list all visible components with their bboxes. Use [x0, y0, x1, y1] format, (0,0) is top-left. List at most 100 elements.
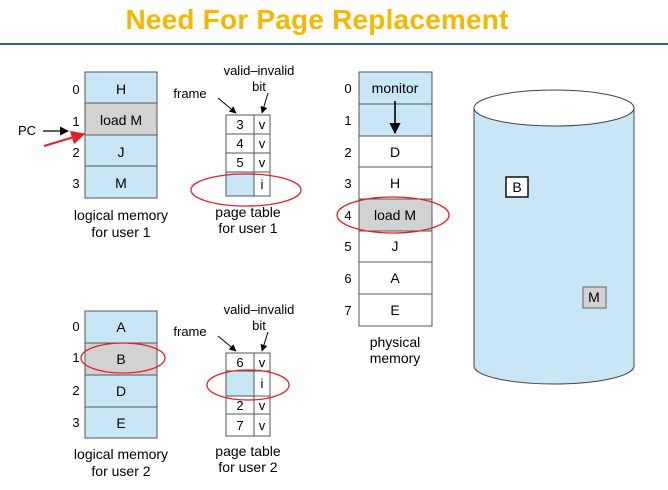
pt2-header-frame: frame [173, 324, 206, 339]
lm1-cell-3 [84, 165, 158, 199]
pm-cell-6-label: A [390, 270, 400, 286]
pt1-row-0-frame: 3 [236, 117, 243, 132]
slide-title: Need For Page Replacement [125, 4, 509, 35]
pm-cell-7-label: E [390, 302, 399, 318]
pm-highlight-circle [336, 196, 450, 234]
disk-item-b: B [512, 179, 521, 195]
pm-cell-0 [358, 71, 433, 105]
pm-index-3: 3 [344, 176, 351, 191]
pm-cell-2 [358, 135, 433, 168]
pt2-row-2-frame: 2 [236, 398, 243, 413]
pt2-row-3-bit: v [259, 418, 266, 433]
lm1-caption-line2: for user 1 [91, 224, 150, 240]
lm2-cell-3-label: E [116, 415, 125, 431]
lm1-index-1: 1 [72, 114, 79, 129]
physical-memory: 0 1 2 3 4 5 6 7 monitor D H load M J A E… [336, 71, 450, 366]
pt2-frame-arrow [217, 335, 237, 352]
lm2-index-2: 2 [72, 383, 79, 398]
pm-caption-line2: memory [370, 350, 421, 366]
disk-body [473, 107, 635, 385]
pc-label: PC [18, 123, 36, 138]
pm-index-4: 4 [344, 208, 351, 223]
pt2-header-valid: valid–invalid [224, 302, 295, 317]
pc-arrow-red [43, 130, 86, 147]
lm2-cell-1-label: B [116, 351, 125, 367]
pt2-row-1-frame-cell [225, 370, 255, 397]
pm-cell-3-label: H [390, 175, 400, 191]
lm1-index-2: 2 [72, 145, 79, 160]
user2-logical-memory: 0 1 2 3 A B D E logical memory for user … [72, 310, 168, 479]
lm2-index-0: 0 [72, 319, 79, 334]
pt2-caption-line1: page table [215, 443, 281, 459]
lm1-cell-2-label: J [118, 144, 125, 160]
lm2-cell-2-label: D [116, 383, 126, 399]
pt2-header-bit: bit [252, 318, 266, 333]
pt1-header-valid: valid–invalid [224, 63, 295, 78]
pm-cell-5 [358, 230, 433, 263]
lm1-cell-1 [84, 102, 158, 136]
pm-index-0: 0 [344, 81, 351, 96]
lm1-cell-3-label: M [115, 175, 127, 191]
pm-cell-0-label: monitor [372, 80, 419, 96]
pt1-row-3-frame-cell [225, 171, 255, 197]
lm2-caption-line1: logical memory [74, 446, 168, 462]
pt1-highlight-circle [190, 173, 302, 207]
pt1-row-3-bit-cell [253, 171, 271, 197]
lm2-caption-line2: for user 2 [91, 463, 150, 479]
pm-cell-2-label: D [390, 144, 400, 160]
pt2-row-1-bit: i [261, 376, 264, 391]
lm2-highlight-circle [80, 342, 166, 374]
pt1-frame-arrow [217, 97, 237, 114]
backing-store-disk: B M [473, 89, 635, 385]
pm-index-6: 6 [344, 271, 351, 286]
pm-index-7: 7 [344, 303, 351, 318]
pc-pointer: PC [18, 123, 86, 147]
pm-cell-5-label: J [392, 238, 399, 254]
disk-item-m: M [588, 289, 600, 305]
pt1-header-bit: bit [252, 79, 266, 94]
lm1-index-0: 0 [72, 82, 79, 97]
pt1-row-1-frame: 4 [236, 136, 243, 151]
pt2-row-3-bit-cell [253, 413, 271, 437]
pm-caption-line1: physical [370, 334, 421, 350]
pt1-caption-line2: for user 1 [218, 220, 277, 236]
pt2-highlight-circle [206, 369, 290, 401]
pt2-row-2-bit: v [259, 398, 266, 413]
pm-index-5: 5 [344, 239, 351, 254]
user2-page-table: valid–invalid bit frame 6 2 7 v i v v pa… [173, 302, 294, 475]
pt1-row-2-bit: v [259, 155, 266, 170]
lm1-cell-1-label: load M [100, 112, 142, 128]
user1-logical-memory: 0 1 2 3 H load M J M logical memory for … [72, 71, 168, 240]
pt2-caption-line2: for user 2 [218, 459, 277, 475]
lm1-index-3: 3 [72, 176, 79, 191]
lm2-cell-3 [84, 406, 158, 439]
lm2-cell-0 [84, 310, 158, 344]
pt1-row-0-bit: v [259, 117, 266, 132]
pm-cell-6 [358, 261, 433, 295]
title-divider [0, 43, 668, 45]
pt1-bit-arrow [260, 92, 269, 114]
pt1-caption-line1: page table [215, 204, 281, 220]
pm-cell-7 [358, 293, 433, 327]
pt2-row-3-frame: 7 [236, 418, 243, 433]
pm-cell-3 [358, 166, 433, 200]
pm-index-1: 1 [344, 113, 351, 128]
pt2-row-0-bit: v [259, 355, 266, 370]
lm2-index-1: 1 [72, 350, 79, 365]
lm1-cell-0 [84, 71, 158, 104]
lm2-cell-0-label: A [116, 319, 126, 335]
disk-item-m-box [582, 286, 607, 309]
disk-item-b-box [505, 176, 529, 198]
pt2-bit-arrow [260, 331, 269, 352]
pt1-row-3-bit: i [261, 177, 264, 192]
lm1-caption-line1: logical memory [74, 207, 168, 223]
pm-index-2: 2 [344, 145, 351, 160]
pt1-header-frame: frame [173, 86, 206, 101]
lm1-cell-2 [84, 134, 158, 167]
pt1-row-1-bit: v [259, 136, 266, 151]
pt1-row-2-frame: 5 [236, 155, 243, 170]
user1-page-table: valid–invalid bit frame 3 4 5 v v v i pa… [173, 63, 294, 236]
pt2-row-0-frame: 6 [236, 355, 243, 370]
lm1-cell-0-label: H [116, 81, 126, 97]
